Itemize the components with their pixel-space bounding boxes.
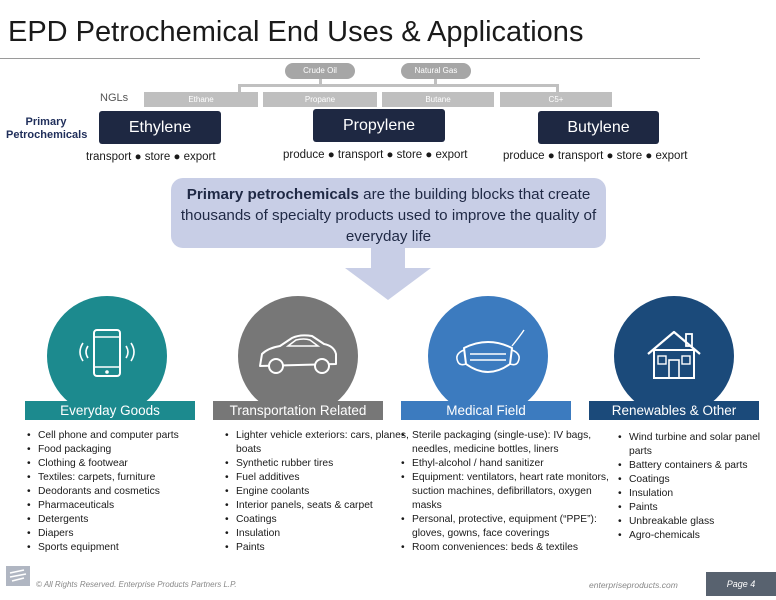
list-item: Battery containers & parts: [618, 459, 776, 473]
ngls-label: NGLs: [100, 92, 129, 104]
list-item: Pharmaceuticals: [27, 499, 218, 513]
medical-list: Sterile packaging (single-use): IV bags,…: [398, 429, 612, 555]
petrochemical-ethylene: Ethylene: [99, 111, 221, 144]
house-icon: [647, 330, 701, 379]
callout-text: are the building blocks that create thou…: [180, 186, 597, 245]
face-mask-icon: [456, 329, 525, 373]
renewables-list: Wind turbine and solar panel parts Batte…: [615, 431, 776, 543]
list-item: Insulation: [618, 487, 776, 501]
list-item: Insulation: [225, 527, 411, 541]
list-item: Coatings: [618, 473, 776, 487]
website-text: enterpriseproducts.com: [589, 580, 678, 590]
feed-connector-line: [238, 84, 559, 87]
petrochemical-propylene: Propylene: [313, 109, 445, 142]
logo-mark: [9, 569, 27, 582]
company-logo-icon: [6, 566, 30, 586]
feed-connector-drop: [238, 84, 241, 93]
car-icon: [259, 334, 337, 374]
category-everyday-goods: Everyday Goods: [25, 401, 195, 420]
smartphone-icon: [79, 329, 135, 377]
list-item: Sterile packaging (single-use): IV bags,…: [401, 429, 612, 457]
copyright-text: © All Rights Reserved. Enterprise Produc…: [36, 580, 237, 589]
category-renewables: Renewables & Other: [589, 401, 759, 420]
feed-connector-drop: [434, 78, 437, 86]
propylene-operations: produce ● transport ● store ● export: [283, 149, 468, 161]
category-medical: Medical Field: [401, 401, 571, 420]
list-item: Cell phone and computer parts: [27, 429, 218, 443]
callout-emphasis: Primary petrochemicals: [186, 186, 359, 203]
feedstock-crude-oil: Crude Oil: [285, 63, 355, 79]
list-item: Coatings: [225, 513, 411, 527]
list-item: Personal, protective, equipment (“PPE”):…: [401, 513, 612, 541]
page-title: EPD Petrochemical End Uses & Application…: [8, 16, 584, 48]
category-transportation: Transportation Related: [213, 401, 383, 420]
list-item: Agro-chemicals: [618, 529, 776, 543]
list-item: Ethyl-alcohol / hand sanitizer: [401, 457, 612, 471]
everyday-goods-list: Cell phone and computer parts Food packa…: [24, 429, 218, 555]
ngl-c5plus: C5+: [500, 92, 612, 107]
list-item: Diapers: [27, 527, 218, 541]
list-item: Room conveniences: beds & textiles: [401, 541, 612, 555]
list-item: Equipment: ventilators, heart rate monit…: [401, 471, 612, 513]
list-item: Synthetic rubber tires: [225, 457, 411, 471]
primary-petrochemicals-label: Primary Petrochemicals: [6, 116, 88, 141]
ngl-ethane: Ethane: [144, 92, 258, 107]
everyday-goods-circle: [47, 296, 167, 416]
feed-connector-drop: [556, 84, 559, 93]
list-item: Fuel additives: [225, 471, 411, 485]
ngl-propane: Propane: [263, 92, 377, 107]
list-item: Paints: [225, 541, 411, 555]
medical-circle: [428, 296, 548, 416]
petrochemical-butylene: Butylene: [538, 111, 659, 144]
page-number: Page 4: [706, 572, 776, 596]
list-item: Detergents: [27, 513, 218, 527]
list-item: Interior panels, seats & carpet: [225, 499, 411, 513]
down-arrow-icon: [345, 248, 431, 300]
list-item: Engine coolants: [225, 485, 411, 499]
butylene-operations: produce ● transport ● store ● export: [503, 150, 688, 162]
list-item: Clothing & footwear: [27, 457, 218, 471]
list-item: Unbreakable glass: [618, 515, 776, 529]
list-item: Wind turbine and solar panel parts: [618, 431, 776, 459]
list-item: Paints: [618, 501, 776, 515]
ngl-butane: Butane: [382, 92, 494, 107]
list-item: Sports equipment: [27, 541, 218, 555]
building-blocks-callout: Primary petrochemicals are the building …: [171, 178, 606, 248]
feedstock-natural-gas: Natural Gas: [401, 63, 471, 79]
list-item: Deodorants and cosmetics: [27, 485, 218, 499]
transportation-circle: [238, 296, 358, 416]
list-item: Food packaging: [27, 443, 218, 457]
title-divider: [0, 58, 700, 59]
list-item: Textiles: carpets, furniture: [27, 471, 218, 485]
ethylene-operations: transport ● store ● export: [86, 151, 216, 163]
list-item: Lighter vehicle exteriors: cars, planes,…: [225, 429, 411, 457]
renewables-circle: [614, 296, 734, 416]
transportation-list: Lighter vehicle exteriors: cars, planes,…: [222, 429, 411, 555]
feed-connector-drop: [319, 78, 322, 86]
